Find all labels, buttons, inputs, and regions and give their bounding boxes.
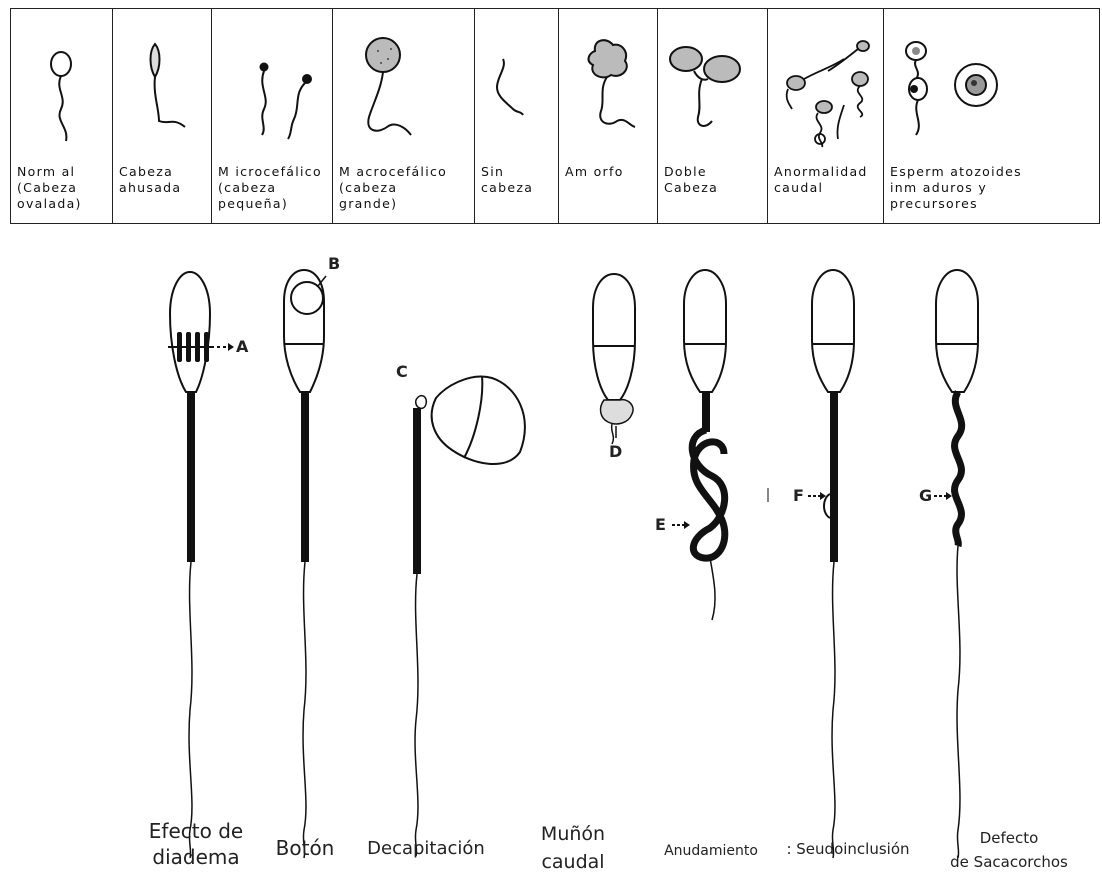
normal-sperm-drawing (11, 9, 113, 159)
morphology-table: Norm al (Cabeza ovalada) Cabeza ahusada … (10, 8, 1100, 224)
marker-g: G (919, 486, 932, 505)
caption-efecto-diadema: Efecto de diadema (136, 818, 256, 870)
cell-label-normal: Norm al (Cabeza ovalada) (17, 164, 109, 212)
cell-microcefalico: M icrocefálico (cabeza pequeña) (212, 9, 333, 223)
cell-macrocefalico: M acrocefálico (cabeza grande) (333, 9, 475, 223)
cell-normal: Norm al (Cabeza ovalada) (11, 9, 113, 223)
diadem-effect-sperm (168, 272, 234, 858)
cell-label-macrocefalico: M acrocefálico (cabeza grande) (339, 164, 471, 212)
cell-espermatozoides-inmaduros: Esperm atozoides inm aduros y precursore… (884, 9, 1099, 223)
button-sperm (284, 270, 326, 858)
cell-anormalidad-caudal: Anormalidad caudal (768, 9, 884, 223)
marker-d: D (609, 442, 622, 461)
tapered-head-drawing (113, 9, 212, 159)
marker-b: B (328, 254, 340, 273)
cell-label-microcefalico: M icrocefálico (cabeza pequeña) (218, 164, 329, 212)
caption-decapitacion: Decapitación (356, 838, 496, 859)
macrocephalic-drawing (333, 9, 475, 159)
double-head-drawing (658, 9, 768, 159)
cell-label-sin-cabeza: Sin cabeza (481, 164, 555, 196)
corkscrew-sperm (936, 270, 978, 858)
immature-cells-drawing (884, 9, 1044, 159)
amorphous-drawing (559, 9, 658, 159)
caption-sacacorchos: Defecto de Sacacorchos (916, 826, 1102, 874)
marker-e: E (655, 515, 666, 534)
headless-drawing (475, 9, 559, 159)
caudal-stump-sperm (593, 274, 635, 444)
cell-label-cabeza-ahusada: Cabeza ahusada (119, 164, 208, 196)
caption-anudamiento: Anudamiento (646, 843, 776, 859)
caption-munon-caudal: Muñón caudal (528, 820, 618, 876)
marker-f: F (793, 486, 804, 505)
cell-cabeza-ahusada: Cabeza ahusada (113, 9, 212, 223)
marker-c: C (396, 362, 408, 381)
cell-sin-cabeza: Sin cabeza (475, 9, 559, 223)
tail-abnormality-drawing (768, 9, 884, 159)
microcephalic-drawing (212, 9, 333, 159)
decapitation-sperm (413, 376, 525, 856)
cell-label-anormalidad-caudal: Anormalidad caudal (774, 164, 880, 196)
pseudoinclusion-sperm (768, 270, 854, 858)
caption-boton: Botón (265, 836, 345, 860)
marker-a: A (236, 337, 248, 356)
cell-label-doble-cabeza: Doble Cabeza (664, 164, 764, 196)
cell-amorfo: Am orfo (559, 9, 658, 223)
knotted-sperm (684, 270, 726, 620)
caption-seudoinclusion: : Seudoinclusión (778, 840, 918, 858)
cell-label-espermatozoides-inmaduros: Esperm atozoides inm aduros y precursore… (890, 164, 1096, 212)
cell-label-amorfo: Am orfo (565, 164, 654, 180)
cell-doble-cabeza: Doble Cabeza (658, 9, 768, 223)
sperm-defects-diagram (0, 240, 1102, 878)
